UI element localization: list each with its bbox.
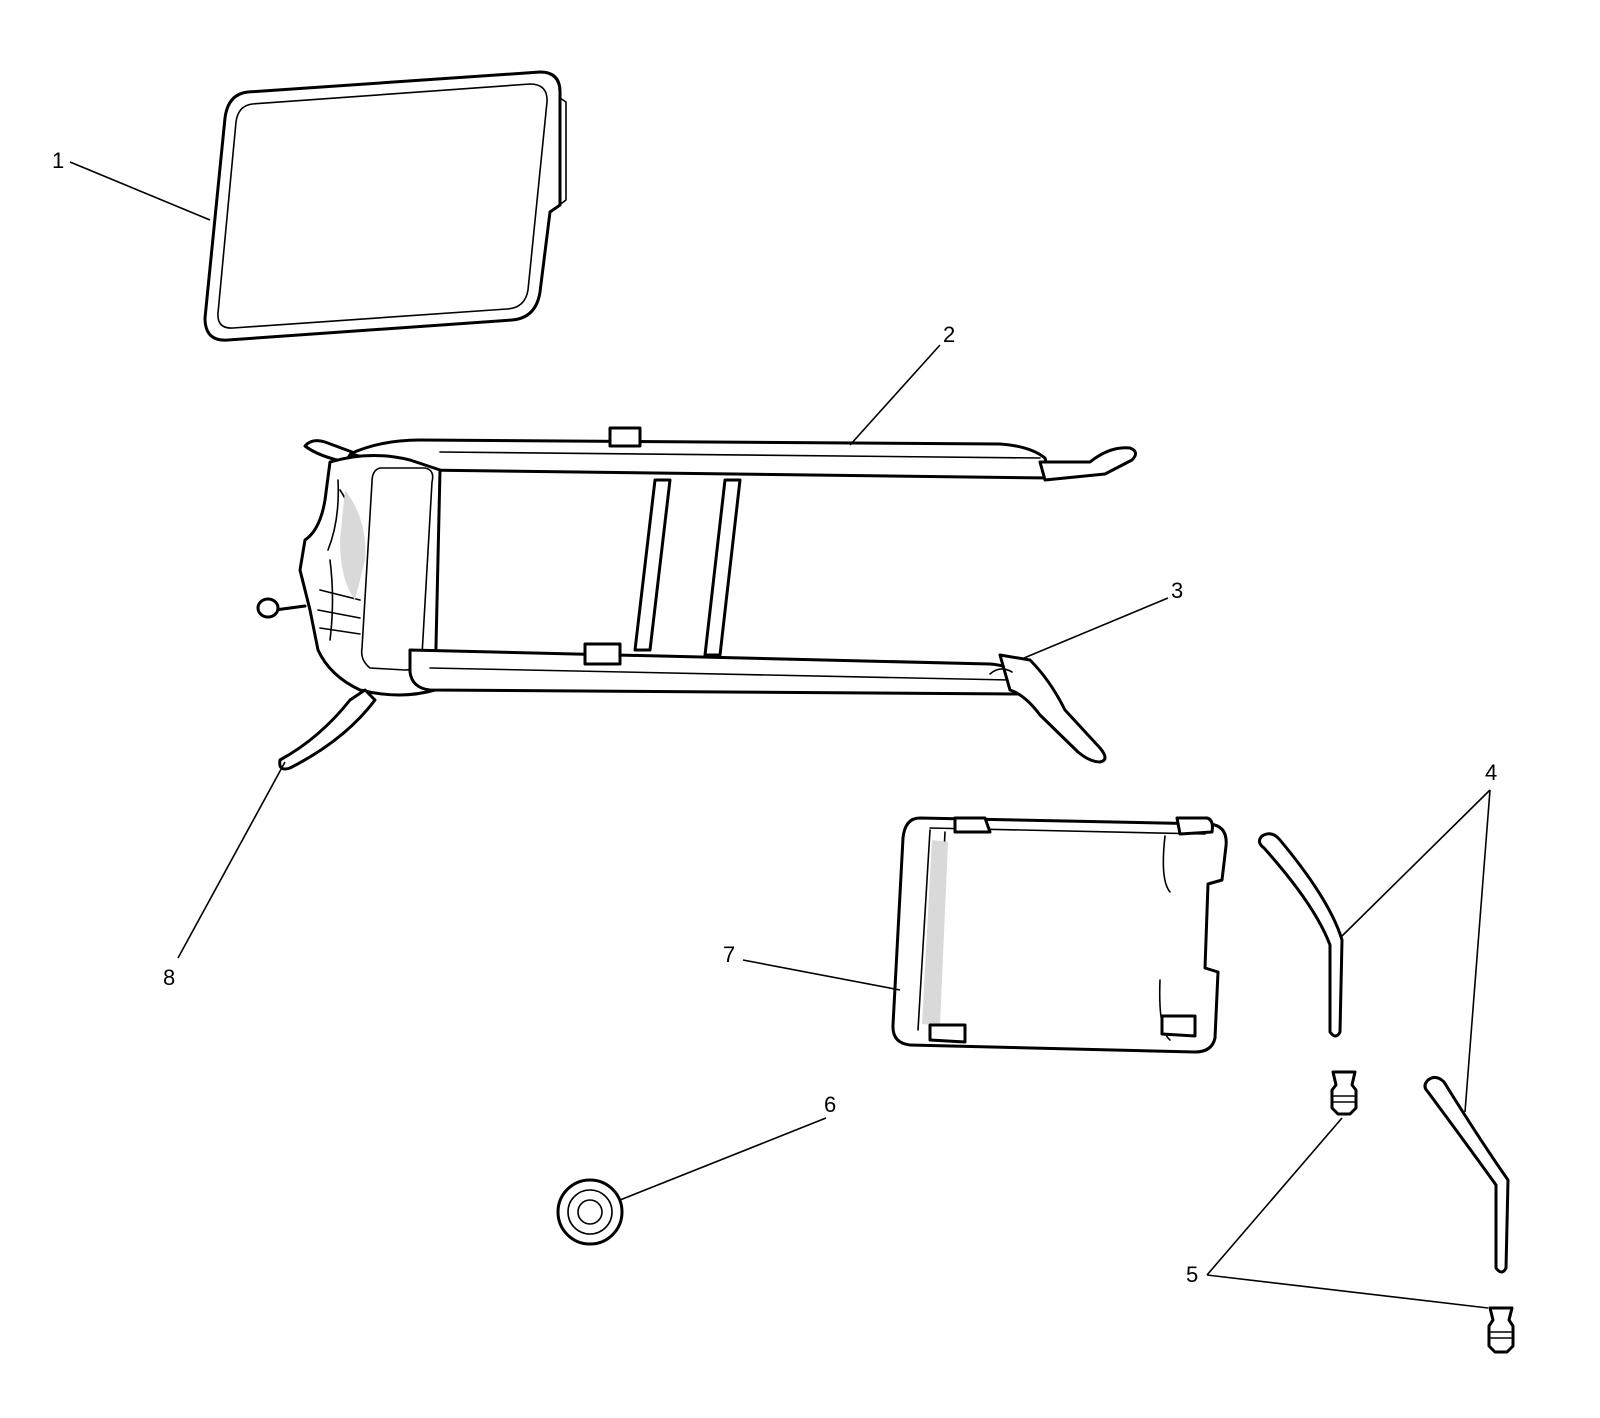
part-7-tray xyxy=(891,816,1228,1054)
callout-2: 2 xyxy=(943,322,955,347)
callout-4: 4 xyxy=(1485,760,1497,785)
leader-8 xyxy=(177,761,286,959)
callout-labels: 1 2 3 4 5 6 7 8 xyxy=(52,148,1497,1287)
part-1-lid xyxy=(203,70,567,342)
callout-5: 5 xyxy=(1186,1262,1198,1287)
part-6-grommet xyxy=(556,1178,624,1246)
leader-5b xyxy=(1206,1274,1489,1309)
leader-4b xyxy=(1464,789,1491,1113)
callout-3: 3 xyxy=(1171,578,1183,603)
callout-6: 6 xyxy=(824,1092,836,1117)
callout-1: 1 xyxy=(52,148,64,173)
leader-1 xyxy=(69,161,211,221)
part-2-console-frame xyxy=(256,426,1137,764)
leader-4a xyxy=(1339,789,1491,939)
leader-lines xyxy=(69,161,1491,1309)
leader-7 xyxy=(742,959,901,991)
leader-5a xyxy=(1206,1117,1343,1276)
part-8-leg xyxy=(278,688,377,771)
leader-3 xyxy=(1023,597,1169,659)
part-4-rods xyxy=(1257,832,1510,1274)
callout-7: 7 xyxy=(723,942,735,967)
callout-8: 8 xyxy=(163,965,175,990)
leader-6 xyxy=(619,1117,827,1201)
part-5-fasteners xyxy=(1330,1070,1515,1354)
leader-2 xyxy=(849,344,941,446)
